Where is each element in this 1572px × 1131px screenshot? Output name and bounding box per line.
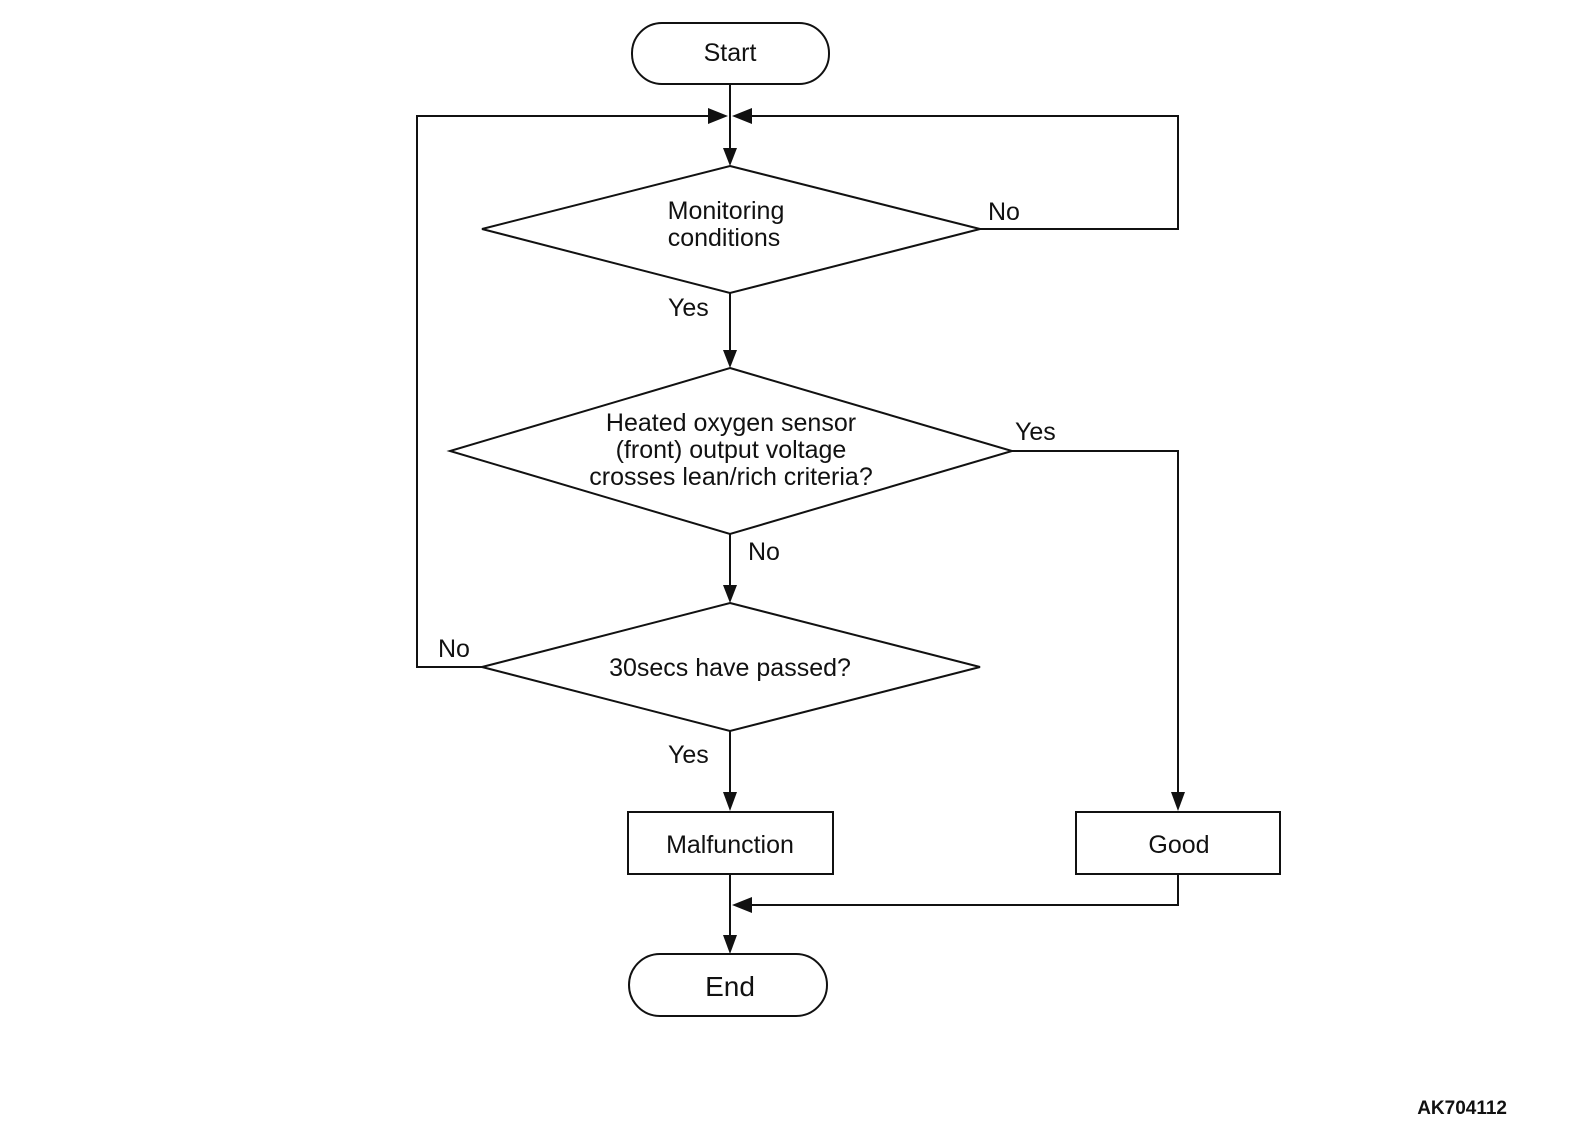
good-to-end-line — [750, 874, 1179, 906]
sensor-decision: Heated oxygen sensor (front) output volt… — [446, 366, 1016, 536]
arrow-into-malfunction — [723, 792, 737, 811]
arrowheads — [708, 108, 1185, 954]
arrow-good-merge — [732, 897, 752, 913]
good-label: Good — [1148, 831, 1209, 859]
monitoring-yes-label: Yes — [668, 294, 709, 322]
malfunction-box: Malfunction — [627, 811, 834, 875]
sensor-label-line1: Heated oxygen sensor — [606, 409, 856, 437]
sensor-yes-label: Yes — [1015, 418, 1056, 446]
monitoring-label-line1: Monitoring — [668, 197, 785, 225]
monitoring-no-label: No — [988, 198, 1020, 226]
arrow-into-end — [723, 935, 737, 954]
end-label: End — [705, 971, 755, 1002]
start-label: Start — [704, 39, 757, 67]
timer-label: 30secs have passed? — [609, 654, 851, 682]
sensor-label-line3: crosses lean/rich criteria? — [589, 463, 872, 491]
figure-code: AK704112 — [1417, 1098, 1507, 1119]
monitoring-decision: Monitoring conditions — [481, 164, 981, 295]
malfunction-label: Malfunction — [666, 831, 794, 859]
sensor-label-line2: (front) output voltage — [616, 436, 847, 464]
arrow-into-good — [1171, 792, 1185, 811]
monitoring-label-line2: conditions — [668, 224, 781, 252]
connectors — [416, 84, 1179, 938]
arrow-into-sensor-decision — [723, 350, 737, 368]
sensor-no-label: No — [748, 538, 780, 566]
arrow-into-timer-decision — [723, 585, 737, 603]
timer-decision: 30secs have passed? — [481, 601, 981, 733]
start-terminal: Start — [631, 22, 830, 85]
arrow-right-loop-merge — [732, 108, 752, 124]
arrow-left-loop-merge — [708, 108, 728, 124]
good-box: Good — [1075, 811, 1281, 875]
timer-no-label: No — [438, 635, 470, 663]
arrow-into-monitoring — [723, 148, 737, 166]
monitoring-no-loop-line — [750, 115, 1179, 230]
sensor-yes-line — [1012, 450, 1179, 794]
timer-no-loop-line — [416, 115, 712, 668]
end-terminal: End — [628, 953, 828, 1017]
timer-yes-label: Yes — [668, 741, 709, 769]
